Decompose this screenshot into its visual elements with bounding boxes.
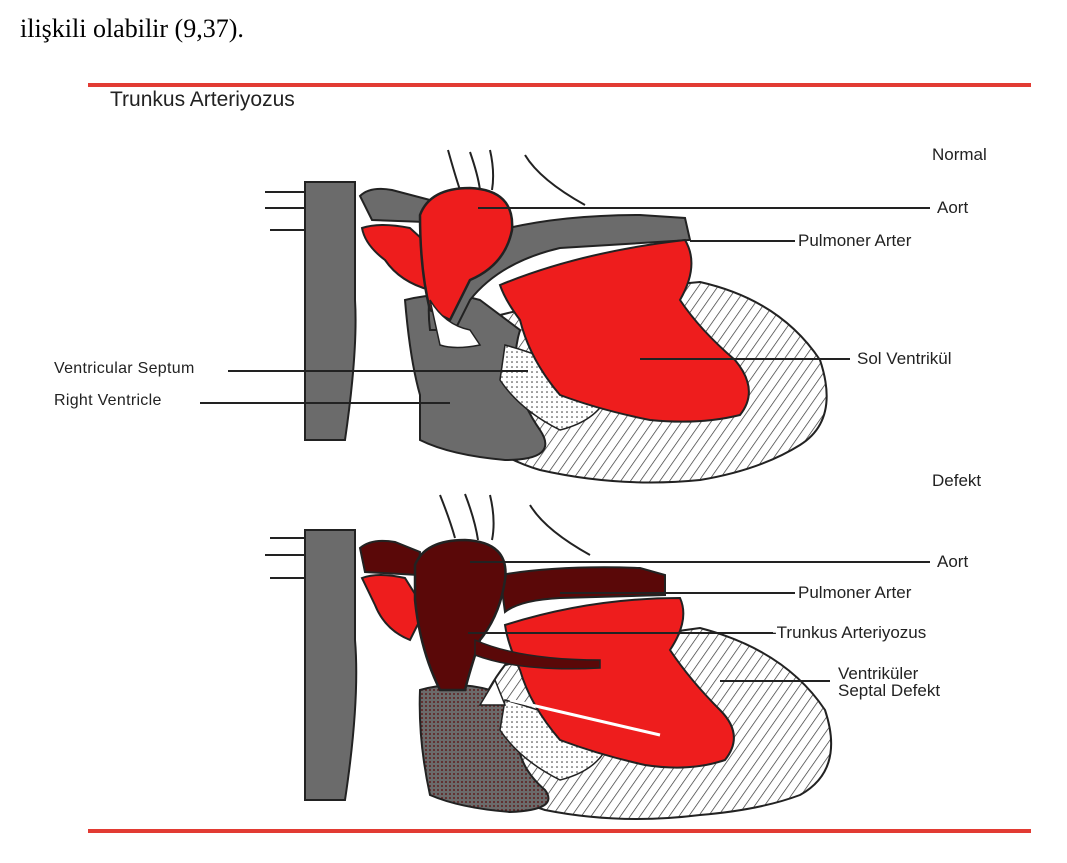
- normal-aort-leader: [478, 207, 930, 209]
- defect-aort-label: Aort: [937, 552, 968, 572]
- defect-heart: [265, 494, 831, 819]
- normal-right-ventricle-label: Right Ventricle: [54, 392, 162, 410]
- defect-aort-leader: [470, 561, 930, 563]
- normal-pulmoner-label: Pulmoner Arter: [798, 231, 911, 251]
- normal-ventricular-septum-label: Ventricular Septum: [54, 360, 195, 378]
- defect-vsd-label-line2: Septal Defekt: [838, 682, 940, 699]
- normal-heart: [265, 150, 827, 482]
- defect-trunkus-leader: [468, 632, 773, 634]
- defect-vsd-label-line1: Ventriküler: [838, 665, 918, 682]
- normal-sol-ventrikul-leader: [640, 358, 850, 360]
- normal-ventricular-septum-leader: [228, 370, 528, 372]
- normal-aort-label: Aort: [937, 198, 968, 218]
- normal-sol-ventrikul-label: Sol Ventrikül: [857, 349, 952, 369]
- defect-pulmoner-label: Pulmoner Arter: [798, 583, 911, 603]
- defect-heading: Defekt: [932, 471, 981, 491]
- normal-pulmoner-leader: [690, 240, 795, 242]
- bottom-red-rule: [88, 829, 1031, 833]
- normal-heading: Normal: [932, 145, 987, 165]
- normal-right-ventricle-leader: [200, 402, 450, 404]
- defect-vsd-leader: [720, 680, 830, 682]
- defect-vena-cava: [305, 530, 356, 800]
- defect-pulmoner-leader: [560, 592, 795, 594]
- defect-trunkus-label: -Trunkus Arteriyozus: [771, 623, 926, 643]
